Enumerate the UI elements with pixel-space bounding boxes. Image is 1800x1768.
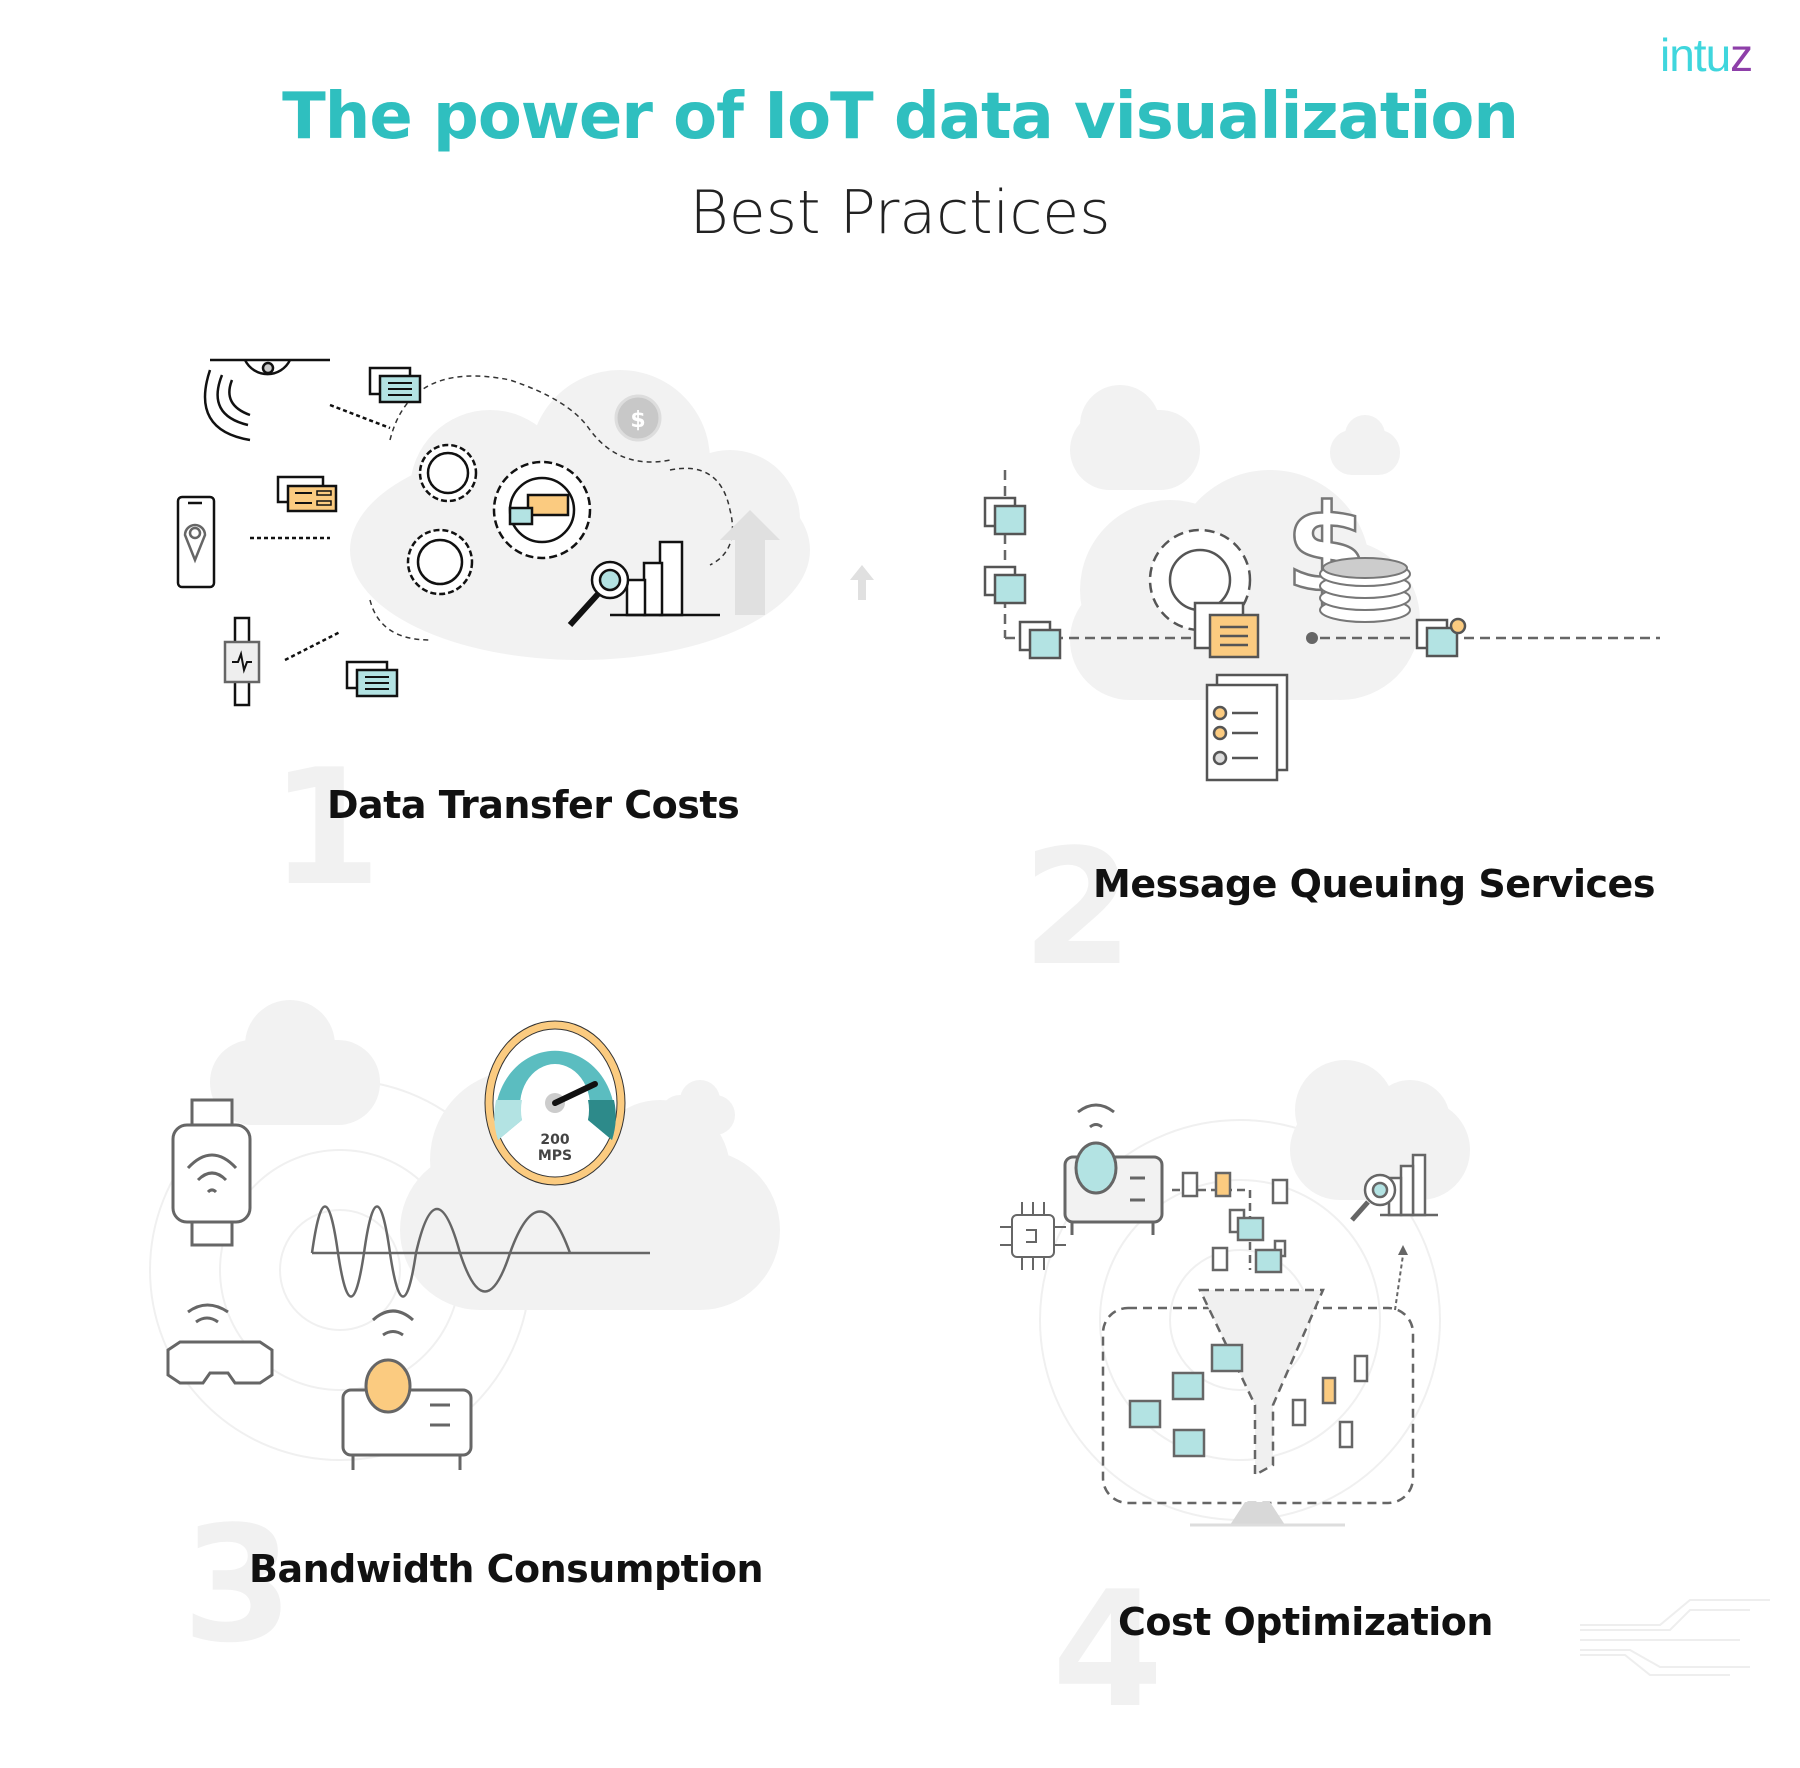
practice-label-3: Bandwidth Consumption [249,1547,764,1591]
phone-location-icon [176,495,216,589]
logo-accent: z [1730,29,1753,81]
message-icon [368,366,422,404]
message-queue-icon [983,496,1467,660]
practice-label-2: Message Queuing Services [1093,862,1655,906]
practice-label-1: Data Transfer Costs [327,783,740,827]
smartwatch-icon [223,616,261,707]
projector-icon [1063,1103,1164,1235]
gears-icon [406,443,592,596]
speedometer-icon: 200 MPS [484,1020,626,1186]
wave-icon [310,1205,650,1298]
intuz-logo: intuz [1660,28,1753,82]
practice-number-1: 1 [270,734,382,921]
cloud-icon [210,1000,780,1310]
checklist-icon [1205,673,1289,782]
page-title: The power of IoT data visualization [282,80,1519,154]
svg-text:200: 200 [540,1132,569,1148]
analytics-chart-icon [1350,1153,1438,1222]
practice-number-3: 3 [182,1491,294,1678]
dollar-coin-icon: $ [614,394,662,442]
message-orange-icon [276,475,338,513]
message-icon [345,660,399,698]
cost-optimization-illustration [1000,1060,1470,1527]
coins-icon [1319,557,1411,623]
bandwidth-illustration: 200 MPS [149,1000,780,1470]
funnel-icon [1198,1288,1325,1478]
svg-text:$: $ [630,408,645,433]
vr-headset-icon [166,1303,274,1385]
cloud-icon [1070,385,1420,700]
svg-text:MPS: MPS [538,1148,572,1164]
analytics-chart-icon [567,540,720,628]
monitor-icon [1101,1306,1415,1527]
projector-icon [341,1309,473,1470]
practice-number-4: 4 [1052,1556,1164,1743]
smartwatch-wifi-icon [171,1098,252,1247]
message-queuing-illustration: $ [983,385,1660,782]
practice-number-2: 2 [1022,814,1134,1001]
data-transfer-illustration: $ [176,358,874,707]
chip-icon [1000,1202,1066,1270]
page-subtitle: Best Practices [689,178,1111,248]
document-orange-icon [1193,601,1260,659]
practice-label-4: Cost Optimization [1118,1600,1493,1644]
logo-text: intu [1660,29,1731,81]
circuit-decoration-icon [1580,1599,1770,1676]
sensor-icon [203,358,330,442]
